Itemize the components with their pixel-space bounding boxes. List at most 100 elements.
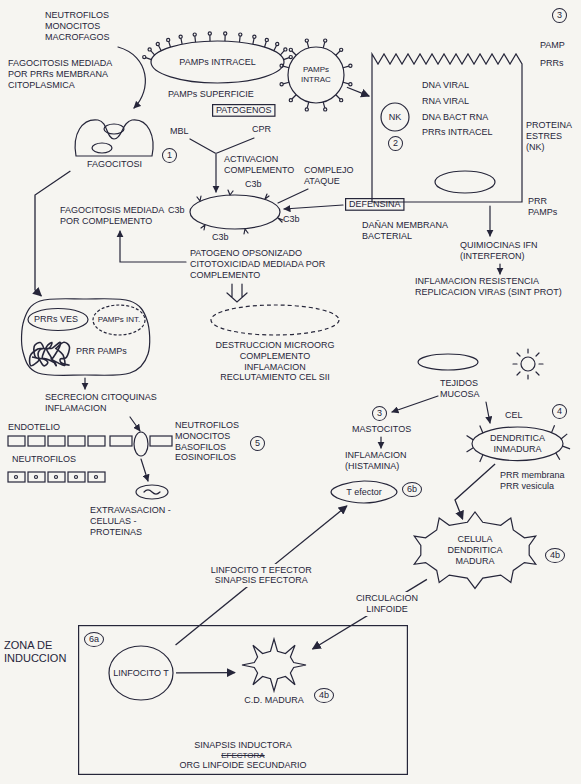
spike <box>253 38 254 44</box>
vesicle: PAMPs INT. <box>92 304 146 336</box>
spike <box>563 446 570 449</box>
phagolysosome: PRRs VESPRR PAMPsPAMPs INT. <box>20 298 150 376</box>
node-text: T efector <box>346 487 381 498</box>
receptor-knob <box>148 48 151 51</box>
box-border <box>79 626 408 775</box>
box-border <box>346 199 404 211</box>
virus-particle: PAMPs INTRAC <box>287 46 345 104</box>
spike <box>284 58 290 60</box>
title-box-drawing <box>213 105 275 117</box>
ink-rect <box>88 436 105 446</box>
receptor-knob <box>208 32 211 35</box>
receptor-knob <box>340 99 343 102</box>
annotation-text: PRRs <box>540 58 564 69</box>
callout-number: 4b <box>314 688 334 703</box>
spike <box>209 35 210 41</box>
ink-strokes <box>8 47 543 499</box>
ink-rect <box>110 436 132 446</box>
ink-circle <box>95 476 98 479</box>
receptor-knob <box>193 33 196 36</box>
receptor-knob <box>305 39 308 42</box>
cell-outline <box>381 103 409 131</box>
annotation-text: SECRECION CITOQUINAS INFLAMACION <box>45 392 195 414</box>
ink-rect <box>8 472 25 482</box>
vesicle-drawing <box>93 305 145 335</box>
pathogen-cell-drawing <box>143 32 293 83</box>
annotation-text: PRR PAMPs <box>528 196 572 218</box>
spike <box>265 41 267 47</box>
callout-number: 4b <box>545 548 565 563</box>
cell-membrane <box>331 481 397 503</box>
cell-nucleus <box>144 490 160 494</box>
chemokine-arrow <box>499 264 500 274</box>
node-text: RNA VIRAL <box>422 96 516 107</box>
ink-rect <box>150 436 172 446</box>
receptor-knob <box>324 108 327 111</box>
receptor-knob <box>340 48 343 51</box>
node-text: ZONA DE INDUCCION <box>4 639 74 665</box>
annotation-text: FAGOCITOSIS MEDIADA POR COMPLEMENTO <box>60 205 182 227</box>
spike <box>336 95 340 99</box>
sun-rays <box>513 349 543 379</box>
cell-membrane <box>75 120 153 156</box>
annotation-text: NEUTROFILOS MONOCITOS BASOFILOS EOSINOFI… <box>175 420 247 463</box>
spike <box>158 45 161 50</box>
cell-nucleus <box>435 171 495 193</box>
spike <box>552 425 555 432</box>
spike <box>480 426 483 433</box>
vesicle-outline <box>28 309 88 331</box>
attack-complex-line <box>278 189 308 203</box>
connector-arrow <box>176 506 347 645</box>
ink-rect <box>88 472 105 482</box>
annotation-text: CPR <box>252 124 271 135</box>
spike <box>169 41 171 47</box>
receptor-knob <box>289 99 292 102</box>
host-cell-drawing <box>372 54 522 202</box>
induction-zone-drawing <box>79 626 408 775</box>
virus-capsid <box>288 47 344 103</box>
node-text: PAMPs INTRACEL <box>179 57 255 68</box>
annotation-text: NEUTROFILOS <box>12 454 76 465</box>
node-text: DENDRITICA INMADURA <box>482 433 553 455</box>
double-arrow <box>227 284 247 302</box>
immature-dendritic-cell: DENDRITICA INMADURA <box>470 425 565 463</box>
extravasated-cell <box>136 485 168 499</box>
receptor-knob <box>324 39 327 42</box>
spike <box>280 51 284 55</box>
receptor-knob <box>179 35 182 38</box>
annotation-text: EXTRAVASACION -CELULAS -PROTEINAS <box>90 505 185 537</box>
defensin-arrow <box>284 205 343 209</box>
engulfed-bacterium <box>104 124 124 134</box>
spike <box>194 36 196 42</box>
receptor-knob <box>265 38 268 41</box>
receptor-knob <box>253 35 256 38</box>
box-border <box>213 105 275 117</box>
host-cell: DNA VIRALRNA VIRALDNA BACT RNAPRRs INTRA… <box>372 52 522 202</box>
label-box-drawing <box>346 199 404 211</box>
node-text: ORG LINFOIDE SECUNDARIO <box>78 760 408 771</box>
annotation-text: PRR membrana PRR vesicula <box>500 470 576 492</box>
spike <box>181 38 182 44</box>
annotation-text: NEUTROFILOS MONOCITOS MACROFAGOS <box>45 10 125 42</box>
node-text: SINAPSIS INDUCTORA <box>78 740 408 751</box>
annotation-text: DAÑAN MEMBRANA BACTERIAL <box>362 220 454 242</box>
ink-rect <box>68 436 85 446</box>
spike <box>561 434 567 439</box>
receptor-knob <box>156 42 159 45</box>
callout-number: 4 <box>552 404 567 419</box>
cell-outline <box>109 646 173 700</box>
callout-number: 3 <box>372 406 387 421</box>
receptor-knob <box>349 83 352 86</box>
annotation-text: INFLAMACION RESISTENCIA REPLICACION VIRA… <box>415 276 573 298</box>
node-text: NK <box>389 112 402 123</box>
annotation-text: MBL <box>170 126 189 137</box>
secretion-arrow <box>84 378 85 389</box>
ink-circle <box>35 476 38 479</box>
receptor-knob <box>167 38 170 41</box>
annotation-text: C3b <box>212 232 229 243</box>
t-lymphocyte: LINFOCITO T <box>108 645 174 701</box>
mature-dendritic-cell: CELULA DENDRITICA MADURA <box>420 522 530 578</box>
node-text: PAMPs INTRAC <box>293 65 339 84</box>
node-text: C.D. MADURA <box>238 695 310 706</box>
